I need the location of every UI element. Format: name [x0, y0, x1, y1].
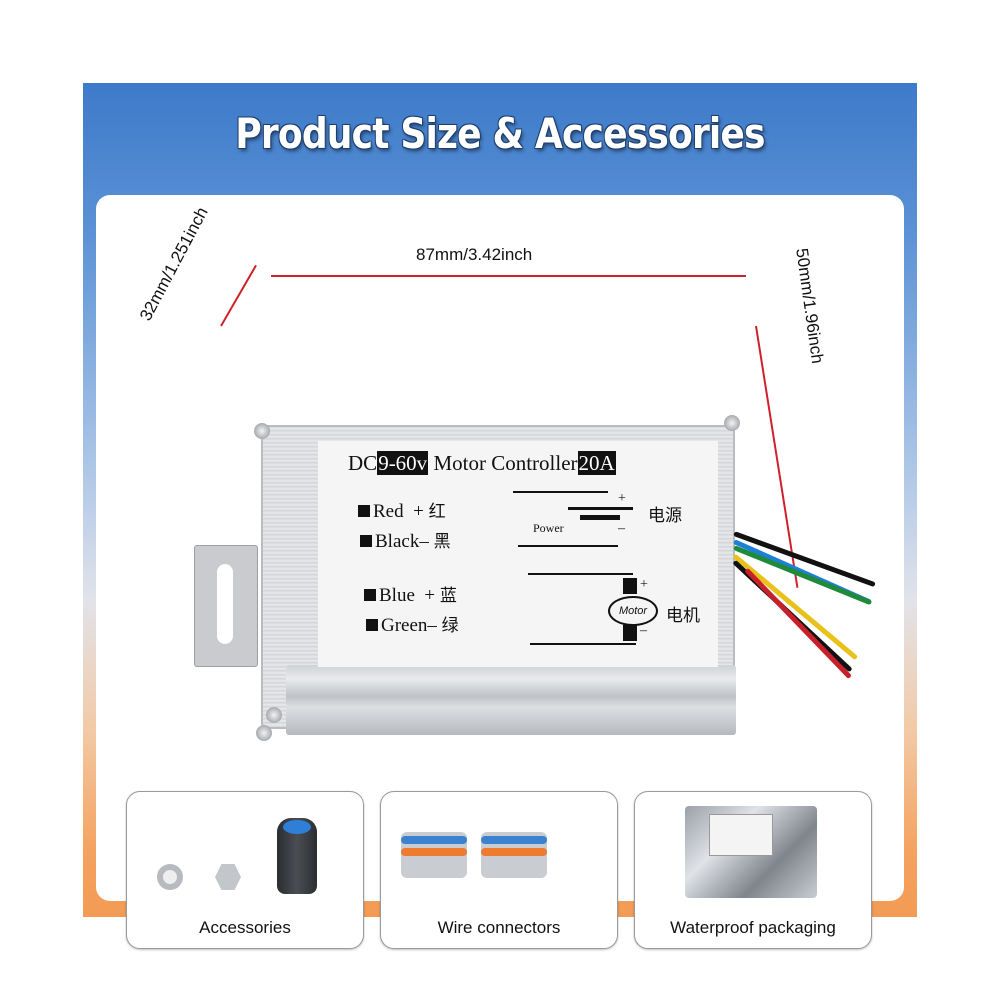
accessory-label: Accessories [199, 918, 291, 937]
accessory-label: Waterproof packaging [670, 918, 836, 937]
mounting-bracket [194, 545, 258, 667]
power-label: Power [533, 521, 564, 535]
wire-row-black: Black– 黑 [360, 527, 451, 553]
knob-icon [277, 818, 317, 894]
screw-icon [254, 423, 270, 439]
controller-label: DC9-60v Motor Controller20A Red + 红 Blac… [318, 441, 718, 667]
wire-row-green: Green– 绿 [366, 611, 459, 637]
housing-bottom-rail [286, 665, 736, 735]
label-title: DC9-60v Motor Controller20A [348, 451, 616, 475]
wire-row-red: Red + 红 [358, 497, 446, 523]
lever-connector-icon [401, 832, 467, 878]
lever-connector-icon [481, 832, 547, 878]
screw-icon [724, 415, 740, 431]
current-badge: 20A [577, 451, 616, 475]
dimension-width-line [271, 275, 746, 277]
hex-nut-icon [215, 864, 241, 890]
accessory-card-accessories: Accessories [126, 791, 364, 949]
antistatic-bag-icon [685, 806, 817, 898]
washer-icon [157, 864, 183, 890]
dimension-depth-line [220, 264, 257, 327]
content-panel: 87mm/3.42inch 32mm/1.251inch 50mm/1.96in… [96, 195, 904, 949]
accessory-label: Wire connectors [437, 918, 561, 937]
dimension-width-label: 87mm/3.42inch [416, 245, 533, 264]
motor-cn-label: 电机 [666, 606, 700, 626]
dimension-depth-label: 32mm/1.251inch [136, 204, 212, 324]
accessory-card-waterproof-packaging: Waterproof packaging [634, 791, 872, 949]
accessory-card-wire-connectors: Wire connectors [380, 791, 618, 949]
voltage-badge: 9-60v [377, 451, 429, 475]
product-banner: Product Size & Accessories 87mm/3.42inch… [83, 83, 917, 949]
power-cn-label: 电源 [648, 506, 682, 526]
wire-row-blue: Blue + 蓝 [364, 581, 457, 607]
motor-symbol: Motor [608, 596, 658, 626]
screw-icon [266, 707, 282, 723]
dimension-height-label: 50mm/1.96inch [792, 247, 828, 365]
page-title: Product Size & Accessories [235, 109, 765, 158]
screw-icon [256, 725, 272, 741]
